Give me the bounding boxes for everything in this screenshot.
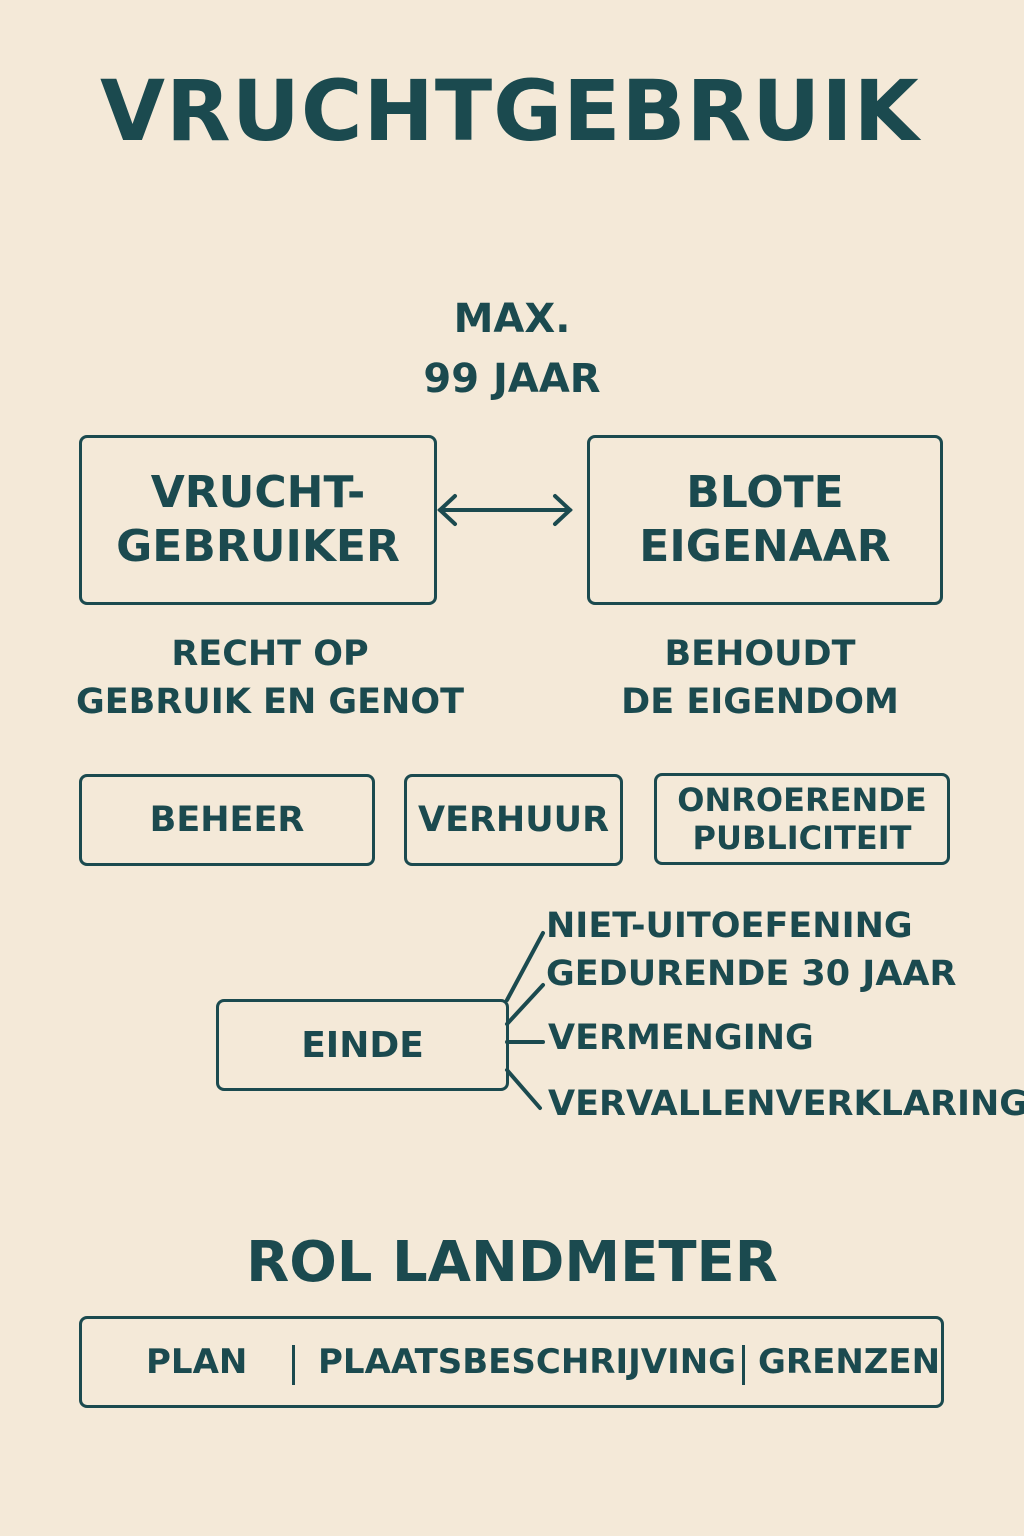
double-arrow-icon [437, 494, 573, 526]
aspect-publiciteit-line2: PUBLICITEIT [692, 819, 912, 857]
vruchtgebruiker-line1: VRUCHT- [150, 467, 366, 518]
blote-eigenaar-desc-line1: BEHOUDT [664, 634, 856, 674]
vruchtgebruiker-desc-line2: GEBRUIK EN GENOT [76, 682, 464, 722]
aspect-verhuur-label: VERHUUR [417, 800, 610, 840]
branch-vermenging: VERMENGING [548, 1018, 814, 1058]
surveyor-item-plaatsbeschrijving: PLAATSBESCHRIJVING [318, 1342, 737, 1382]
surveyor-title: ROL LANDMETER [246, 1230, 778, 1295]
page-title: VRUCHTGEBRUIK [100, 62, 920, 160]
vruchtgebruiker-desc-line1: RECHT OP [171, 634, 369, 674]
blote-eigenaar-box: BLOTE EIGENAAR [587, 435, 943, 605]
blote-eigenaar-desc: BEHOUDT DE EIGENDOM [560, 630, 960, 726]
surveyor-roles-box: PLAN PLAATSBESCHRIJVING GRENZEN [79, 1316, 944, 1408]
divider [292, 1345, 295, 1385]
surveyor-item-plan: PLAN [146, 1342, 248, 1382]
branch-niet-uitoefening: NIET-UITOEFENING GEDURENDE 30 JAAR [546, 902, 956, 998]
aspect-verhuur: VERHUUR [404, 774, 623, 866]
einde-box: EINDE [216, 999, 509, 1091]
duration-line2: 99 JAAR [423, 356, 601, 402]
aspect-onroerende-publiciteit: ONROERENDE PUBLICITEIT [654, 773, 950, 865]
blote-eigenaar-line1: BLOTE [686, 467, 844, 518]
duration-line1: MAX. [453, 296, 571, 342]
aspect-beheer-label: BEHEER [149, 800, 305, 840]
branch-niet-uitoefening-line2: GEDURENDE 30 JAAR [546, 954, 957, 994]
divider [742, 1345, 745, 1385]
surveyor-item-grenzen: GRENZEN [758, 1342, 941, 1382]
aspect-publiciteit-line1: ONROERENDE [677, 781, 927, 819]
branch-vervallenverklaring: VERVALLENVERKLARING [548, 1084, 1024, 1124]
vruchtgebruiker-box: VRUCHT- GEBRUIKER [79, 435, 437, 605]
vruchtgebruiker-desc: RECHT OP GEBRUIK EN GENOT [60, 630, 480, 726]
vruchtgebruiker-line2: GEBRUIKER [116, 521, 400, 572]
blote-eigenaar-line2: EIGENAAR [639, 521, 891, 572]
end-branch-lines [505, 931, 545, 1110]
blote-eigenaar-desc-line2: DE EIGENDOM [621, 682, 899, 722]
einde-label: EINDE [301, 1024, 424, 1066]
aspect-beheer: BEHEER [79, 774, 375, 866]
branch-niet-uitoefening-line1: NIET-UITOEFENING [546, 906, 913, 946]
